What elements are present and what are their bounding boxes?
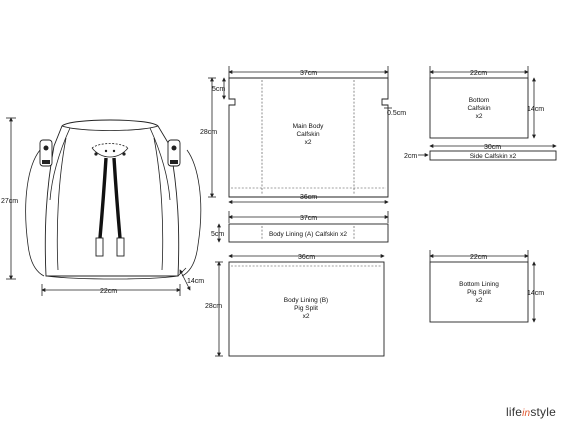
main-body-width: 37cm [300,70,317,77]
main-body-top-offset: 5cm [212,86,225,93]
brand-part-1: life [505,405,523,419]
side-width: 30cm [484,144,501,151]
side-label: Side Calfskin x2 [470,153,517,160]
bag-height-label: 27cm [1,198,18,205]
body-lining-b-height: 28cm [205,303,222,310]
body-lining-b-quantity: x2 [303,313,310,320]
side-piece: 30cm 2cm Side Calfskin x2 [404,144,557,161]
bottom-lining-height: 14cm [527,290,544,297]
side-height: 2cm [404,153,417,160]
main-body-inner-width: 36cm [300,194,317,201]
body-lining-b-width: 36cm [298,254,315,261]
brand-part-3: style [530,405,556,419]
bag-illustration [25,119,202,280]
bag-width-label: 22cm [100,288,117,295]
bottom-quantity: x2 [476,113,483,120]
bottom-name: Bottom [469,97,490,104]
main-body-height: 28cm [200,129,217,136]
body-lining-b-name: Body Lining (B) [284,297,328,304]
bag-height-dimension: 27cm [1,117,18,280]
brand-part-2: in [522,408,531,419]
bottom-material: Calfskin [467,105,491,112]
bottom-lining-piece: 22cm 14cm Bottom Lining Pig Split x2 [429,250,544,323]
bottom-lining-width: 22cm [470,254,487,261]
body-lining-b-piece: 36cm 28cm Body Lining (B) Pig Split x2 [205,254,385,357]
body-lining-a-label: Body Lining (A) Calfskin x2 [269,231,347,238]
bottom-lining-name: Bottom Lining [459,281,499,288]
body-lining-a-width: 37cm [300,215,317,222]
bottom-piece: 22cm 14cm Bottom Calfskin x2 [429,66,544,139]
body-lining-a-height: 5cm [211,231,224,238]
bag-depth-label: 14cm [187,278,204,285]
body-lining-a-piece: 37cm 5cm Body Lining (A) Calfskin x2 [211,211,389,243]
brand-logo: lifeinstyle [506,405,556,419]
bottom-lining-material: Pig Split [467,289,491,296]
bottom-lining-quantity: x2 [476,297,483,304]
bag-width-dimension: 22cm [41,284,181,296]
bag-depth-dimension: 14cm [179,269,204,291]
main-body-material: Calfskin [296,131,320,138]
body-lining-b-material: Pig Split [294,305,318,312]
main-body-quantity: x2 [305,139,312,146]
main-body-name: Main Body [293,123,324,130]
main-body-piece: 37cm 5cm 28cm 0.5cm 36cm Main Body Calfs… [200,66,406,204]
main-body-side-offset: 0.5cm [387,110,406,117]
bottom-width: 22cm [470,70,487,77]
bottom-height: 14cm [527,106,544,113]
